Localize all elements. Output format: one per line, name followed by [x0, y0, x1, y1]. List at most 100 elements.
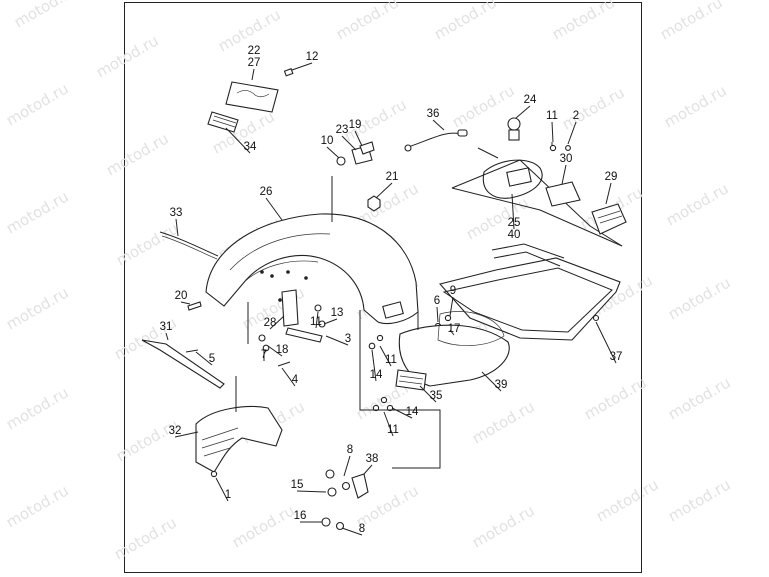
callout-12: 12	[291, 51, 319, 71]
callout-9: 9	[449, 285, 456, 317]
callout-32: 32	[169, 425, 199, 438]
lamp-29	[591, 203, 627, 235]
callout-number: 4	[292, 374, 299, 386]
callout-number: 1	[225, 489, 231, 501]
leader-line	[326, 146, 340, 159]
callout-number: 14	[370, 369, 383, 381]
callout-23: 23	[336, 124, 357, 151]
callout-39: 39	[481, 371, 507, 392]
callout-number: 11	[546, 110, 558, 122]
mudflap-32	[195, 406, 283, 478]
watermark-text: motod.ru	[593, 475, 662, 525]
leader-line	[363, 464, 373, 475]
emblem-badge	[225, 81, 279, 113]
bulb-24	[507, 117, 521, 141]
watermark-text: motod.ru	[113, 219, 182, 269]
callout-17: 17	[448, 323, 460, 336]
leader-line	[419, 385, 437, 403]
leader-line	[165, 332, 169, 341]
watermark-text: motod.ru	[469, 501, 538, 551]
callout-number: 18	[276, 344, 289, 356]
watermark-text: motod.ru	[3, 481, 72, 531]
callout-number: 38	[366, 453, 379, 465]
watermark-text: motod.ru	[559, 83, 628, 133]
callout-number: 11	[385, 354, 397, 366]
callout-number: 37	[610, 351, 623, 363]
callout-number: 7	[261, 349, 267, 361]
callout-1: 1	[215, 477, 231, 502]
callout-number: 25	[508, 217, 521, 229]
watermark-text: motod.ru	[463, 193, 532, 243]
callout-18: 18	[267, 344, 289, 357]
callout-11: 11	[383, 411, 399, 437]
watermark-text: motod.ru	[665, 273, 734, 323]
leader-line	[436, 306, 439, 323]
leader-line	[515, 105, 531, 119]
callout-number: 11	[310, 316, 322, 328]
watermark-text: motod.ru	[665, 373, 734, 423]
callout-13: 13	[323, 307, 344, 325]
callout-30: 30	[560, 153, 572, 185]
leader-line	[325, 335, 349, 346]
leader-line	[267, 345, 283, 357]
callout-number: 11	[387, 424, 399, 436]
callout-number: 20	[175, 290, 188, 302]
watermark-text: motod.ru	[229, 501, 298, 551]
callout-number: 5	[209, 353, 215, 365]
callout-number: 34	[244, 141, 257, 153]
callout-37: 37	[595, 321, 623, 364]
watermark-text: motod.ru	[657, 0, 726, 43]
tail-lamp-housing	[451, 159, 623, 247]
watermark-text: motod.ru	[3, 383, 72, 433]
leader-line	[341, 135, 357, 151]
callout-15: 15	[291, 479, 327, 493]
leader-line	[595, 321, 617, 364]
callout-number: 36	[427, 108, 440, 120]
callout-number: 24	[524, 94, 537, 106]
callout-7: 7	[261, 349, 267, 361]
callout-8: 8	[343, 444, 353, 477]
callout-25: 25	[508, 193, 521, 230]
callout-number: 12	[306, 51, 319, 63]
callout-number: 3	[345, 333, 351, 345]
leader-line	[371, 349, 377, 382]
callout-34: 34	[225, 127, 257, 154]
leader-line	[449, 296, 454, 317]
callout-27: 27	[248, 57, 261, 81]
callout-35: 35	[419, 385, 442, 403]
leader-line	[269, 315, 285, 330]
callout-number: 8	[359, 523, 365, 535]
watermark-text: motod.ru	[3, 79, 72, 129]
screw-12	[283, 68, 294, 77]
callout-4: 4	[281, 367, 299, 387]
callout-number: 15	[291, 479, 304, 491]
watermark-text: motod.ru	[93, 31, 162, 81]
callout-number: 16	[294, 510, 307, 522]
callout-11: 11	[310, 311, 322, 329]
callout-40: 40	[508, 229, 521, 241]
watermark-text: motod.ru	[449, 81, 518, 131]
callout-22: 22	[248, 45, 261, 57]
callout-number: 29	[605, 171, 618, 183]
callout-number: 13	[331, 307, 344, 319]
callout-number: 27	[248, 57, 261, 69]
callout-number: 40	[508, 229, 521, 241]
callout-number: 22	[248, 45, 261, 57]
callout-6: 6	[434, 295, 440, 323]
callout-14: 14	[370, 349, 383, 382]
leader-line	[265, 197, 283, 221]
nuts-14-11	[368, 334, 394, 412]
leader-line	[551, 121, 554, 143]
leader-line	[449, 329, 455, 336]
watermark-text: motod.ru	[113, 415, 182, 465]
callout-38: 38	[363, 453, 379, 475]
callout-number: 28	[264, 317, 277, 329]
watermark-text: motod.ru	[3, 283, 72, 333]
callout-21: 21	[375, 171, 398, 199]
leader-line	[354, 130, 363, 147]
callout-11: 11	[546, 110, 558, 143]
watermark-text: motod.ru	[333, 0, 402, 43]
watermark-text: motod.ru	[665, 475, 734, 525]
